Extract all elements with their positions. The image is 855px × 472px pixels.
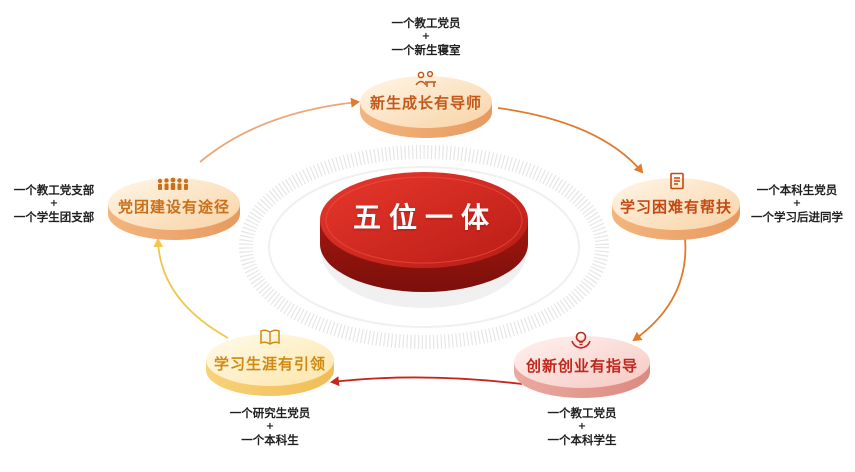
open-book-icon <box>259 328 281 350</box>
node-innovation-guidance: 创新创业有指导 <box>514 330 650 388</box>
node-label: 学习困难有帮扶 <box>619 198 732 216</box>
book-icon <box>668 172 686 194</box>
center-cylinder <box>320 172 528 308</box>
node-disc-1 <box>360 76 492 138</box>
center-title: 五位一体 <box>352 201 497 234</box>
arrow-1-to-2 <box>497 107 644 174</box>
annotation-innovation-guidance: 一个教工党员 + 一个本科学生 <box>547 406 617 447</box>
node-label: 新生成长有导师 <box>369 94 482 112</box>
node-disc-5 <box>108 178 240 240</box>
node-disc-2 <box>612 178 740 240</box>
group-icon <box>156 176 190 195</box>
annotation-career-leadership: 一个研究生党员 + 一个本科生 <box>229 406 311 447</box>
annotation-study-assistance: 一个本科生党员 + 一个学习后进同学 <box>751 183 843 224</box>
arrow-3-to-4 <box>330 376 523 387</box>
decorative-rings <box>239 145 609 349</box>
arrow-5-to-1 <box>199 97 360 163</box>
node-career-leadership: 学习生涯有引领 <box>206 328 334 386</box>
node-study-assistance: 学习困难有帮扶 <box>610 172 742 230</box>
cycle-arrows <box>153 97 687 387</box>
node-party-building: 党团建设有途径 <box>108 172 240 230</box>
annotation-party-building: 一个教工党支部 + 一个学生团支部 <box>13 183 95 224</box>
lightbulb-icon <box>570 330 592 354</box>
node-label: 学习生涯有引领 <box>213 355 326 373</box>
arrow-2-to-3 <box>632 237 687 342</box>
annotation-freshman-mentor: 一个教工党员 + 一个新生寝室 <box>391 16 461 57</box>
node-disc-4 <box>206 334 334 396</box>
node-label: 创新创业有指导 <box>525 357 638 375</box>
node-freshman-mentor: 新生成长有导师 <box>360 70 492 128</box>
node-disc-3 <box>514 336 650 398</box>
node-label: 党团建设有途径 <box>117 198 230 216</box>
mentor-icon <box>414 70 438 92</box>
arrow-4-to-5 <box>153 238 229 339</box>
